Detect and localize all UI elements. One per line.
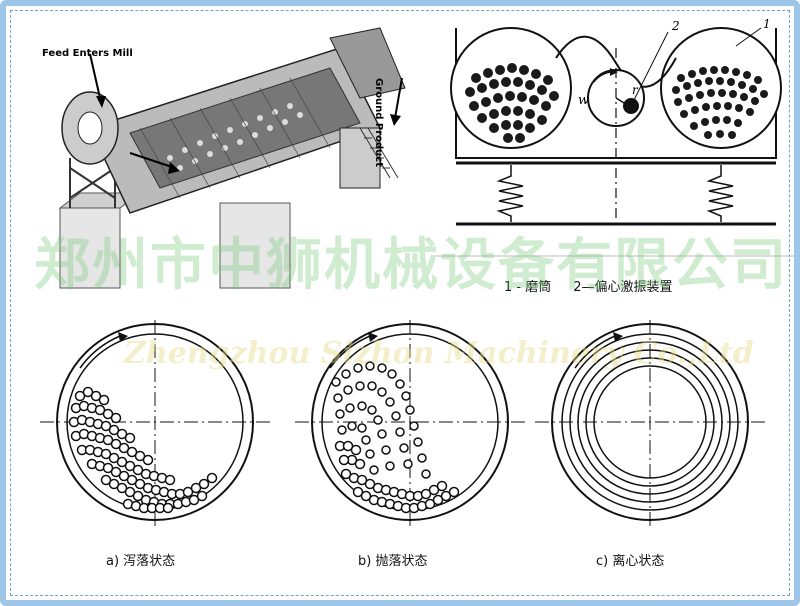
vibration-mill-diagram: 2 1 w r 1 - 磨筒 2—偏心激振装置 xyxy=(436,18,796,318)
leader-line-2 xyxy=(630,31,669,107)
watermark-company-en: Zhengzhou Sizhon Machinery Co.,Ltd xyxy=(124,336,754,371)
grinding-states-row: a) 泻落状态 b) 抛落状态 c) 离心状态 xyxy=(20,318,792,604)
feed-arrow-head xyxy=(96,96,106,108)
state-centrifuging-diagram xyxy=(535,320,765,528)
marker-1: 1 xyxy=(763,18,771,31)
left-drum-balls xyxy=(465,63,559,143)
flow-arrow-head xyxy=(168,162,180,174)
marker-r: r xyxy=(632,83,639,97)
discharge-chute xyxy=(339,127,381,189)
right-spring xyxy=(706,165,734,222)
rotation-arrow-head xyxy=(610,68,618,76)
ball-mill-illustration: Feed Enters Mill Ground Product xyxy=(20,18,418,298)
right-foundation xyxy=(219,202,291,289)
right-mill-drum xyxy=(660,27,782,149)
watermark-company-cn: 郑州市中狮机械设备有限公司 xyxy=(34,233,788,298)
caption-centrifuging: c) 离心状态 xyxy=(596,554,665,569)
cataracting-balls xyxy=(331,361,460,514)
mill-drum xyxy=(88,47,382,214)
state-cataracting-diagram xyxy=(295,320,525,528)
states-drawing xyxy=(40,320,765,528)
leader-line-1 xyxy=(735,27,762,47)
right-drum-balls xyxy=(672,66,768,139)
cascading-balls xyxy=(68,386,218,514)
vibration-caption: 1 - 磨筒 2—偏心激振装置 xyxy=(504,276,673,295)
ground-product-label: Ground Product xyxy=(373,78,384,168)
left-spring xyxy=(496,165,524,222)
caption-drum: 1 - 磨筒 xyxy=(504,280,552,295)
frame-dashed-border xyxy=(10,10,790,596)
vibration-mill-drawing: 2 1 w r xyxy=(436,18,796,257)
caption-cataracting: b) 抛落状态 xyxy=(358,554,428,569)
state-cascading-diagram xyxy=(40,320,270,528)
marker-2: 2 xyxy=(671,19,680,33)
discharge-housing xyxy=(329,27,406,99)
feed-arrow xyxy=(89,53,101,99)
ball-mill-drawing xyxy=(58,27,406,289)
feed-enters-label: Feed Enters Mill xyxy=(42,48,133,59)
stairs xyxy=(359,127,399,179)
flow-arrow xyxy=(129,152,176,169)
feed-opening xyxy=(77,111,103,145)
eccentric-radius xyxy=(615,97,630,107)
product-arrow xyxy=(394,77,403,119)
caption-exciter: 2—偏心激振装置 xyxy=(573,280,673,295)
product-arrow-head xyxy=(390,114,401,126)
caption-cascading: a) 泻落状态 xyxy=(106,554,176,569)
marker-w: w xyxy=(578,93,589,108)
